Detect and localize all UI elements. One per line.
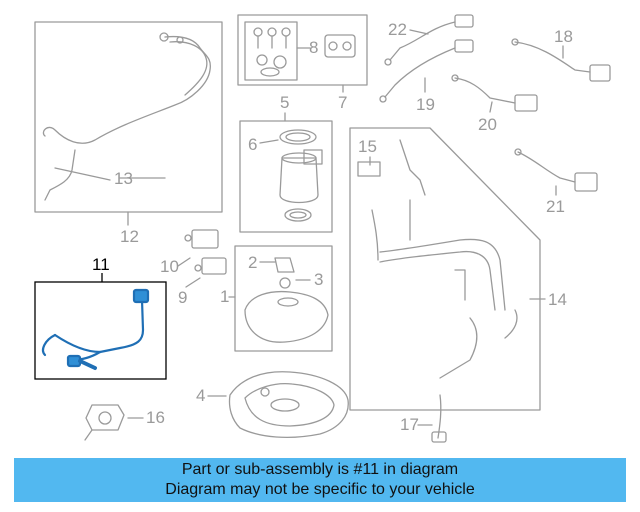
callout-22: 22 (388, 20, 407, 39)
part-9-connector (194, 257, 227, 275)
callout-16: 16 (146, 408, 165, 427)
part-22-sensor (384, 14, 474, 66)
part-7-box (237, 14, 368, 86)
callout-19: 19 (416, 95, 435, 114)
callout-14: 14 (548, 290, 567, 309)
callout-20: 20 (478, 115, 497, 134)
callout-8: 8 (309, 38, 318, 57)
callout-6: 6 (248, 135, 257, 154)
callout-9: 9 (178, 288, 187, 307)
callout-21: 21 (546, 197, 565, 216)
part-12-box (34, 21, 223, 213)
callout-15: 15 (358, 137, 377, 156)
part-4-fuel-tank (228, 371, 349, 439)
banner-line-2: Diagram may not be specific to your vehi… (165, 481, 475, 498)
part-1-box (234, 245, 333, 352)
callout-7: 7 (338, 93, 347, 112)
part-11-box (34, 281, 167, 380)
part-12-fuel-line-group (34, 21, 223, 213)
part-16-pump (84, 404, 125, 441)
callout-3: 3 (314, 270, 323, 289)
info-banner: Part or sub-assembly is #11 in diagram D… (14, 458, 626, 502)
part-5-box (239, 120, 333, 233)
callout-17: 17 (400, 415, 419, 434)
callout-2: 2 (248, 253, 257, 272)
callout-18: 18 (554, 27, 573, 46)
callout-11: 11 (92, 255, 110, 274)
part-5-pump-module-group (239, 120, 333, 233)
part-7-kit-group (237, 14, 368, 86)
part-20-sensor (451, 74, 538, 112)
part-10-connector (184, 229, 219, 249)
part-11-oxygen-sensor[interactable] (41, 288, 150, 370)
banner-line-1: Part or sub-assembly is #11 in diagram (181, 461, 459, 478)
part-17-sensor (431, 394, 447, 443)
part-21-sensor (514, 148, 598, 192)
callout-1: 1 (220, 287, 229, 306)
part-18-sensor (511, 38, 611, 82)
callout-4: 4 (196, 386, 205, 405)
part-14-hose-group (349, 127, 541, 411)
part-14-box (349, 127, 541, 411)
part-11-highlighted-group[interactable]: 11 (34, 255, 167, 380)
callout-12: 12 (120, 227, 139, 246)
callout-13: 13 (114, 169, 133, 188)
callout-10: 10 (160, 257, 179, 276)
part-1-tank-cover-group (234, 245, 333, 352)
part-19-sensor (379, 39, 474, 103)
callout-5: 5 (280, 93, 289, 112)
